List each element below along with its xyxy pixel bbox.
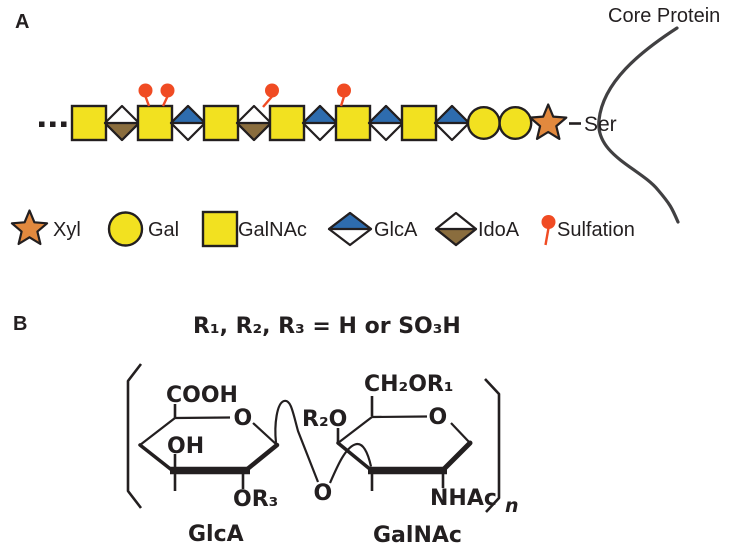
galnac-name-label: GalNAc: [373, 523, 462, 548]
repeat-subscript: n: [505, 495, 519, 517]
anomeric-squiggle-bond: [274, 399, 320, 483]
glca-ring: COOH OH O OR₃: [138, 383, 280, 512]
left-bracket: [126, 363, 143, 509]
ser-label: Ser: [584, 113, 617, 136]
chain-unit-galnac: [400, 104, 438, 142]
r2o-label: R₂O: [302, 407, 347, 432]
chain-unit-gal: [498, 105, 533, 140]
chain-unit-galnac: [334, 104, 372, 142]
galnac-ring: CH₂OR₁ R₂O O NHAc: [302, 372, 497, 511]
chain-unit-galnac: [268, 104, 306, 142]
legend-symbol-square: [201, 210, 239, 248]
glycosidic-oxygen: O: [314, 481, 333, 506]
legend-sulfation-head: [541, 215, 556, 229]
legend-label-galnac: GalNAc: [238, 219, 307, 241]
chain-unit-idoa-half: [103, 121, 141, 142]
galnac-ring-oxygen: O: [429, 405, 448, 430]
legend-sulfation-stem: [544, 227, 550, 246]
chain-unit-galnac: [202, 104, 240, 142]
chain-unit-galnac: [70, 104, 108, 142]
chain-unit-idoa-half: [235, 121, 273, 142]
glca-ring-right-edge: [242, 442, 280, 474]
ch2or1-label: CH₂OR₁: [364, 372, 453, 397]
glca-ring-right-top-edge: [252, 422, 278, 446]
core-protein-curve: [597, 26, 680, 224]
legend-label-idoa: IdoA: [478, 219, 520, 241]
chain-unit-gal: [466, 105, 501, 140]
right-bracket: [484, 378, 501, 513]
galnac-ring-left-edge: [336, 441, 373, 472]
chain-unit-galnac: [136, 104, 174, 142]
sulfation-marker-stem: [339, 96, 346, 107]
panel-b-label: B: [13, 313, 27, 335]
glycosidic-arc-bond: [328, 442, 373, 484]
chain-unit-glca-half: [169, 104, 207, 125]
sulfation-marker-head: [138, 83, 153, 98]
legend-label-xyl: Xyl: [53, 219, 81, 241]
chain-unit-glca-half: [433, 104, 471, 125]
chain-ellipsis-dot: [39, 121, 45, 127]
glca-ring-left-edge: [138, 443, 175, 473]
or3-label: OR₃: [233, 487, 278, 512]
panel-a-label: A: [15, 11, 29, 33]
chain-unit-glca-half: [367, 104, 405, 125]
sulfation-marker-head: [265, 83, 279, 98]
r-group-definition: R₁, R₂, R₃ = H or SO₃H: [193, 314, 461, 339]
legend-symbol-circle: [107, 211, 144, 247]
sulfation-marker-head: [337, 83, 351, 98]
sulfation-marker-stem: [144, 96, 151, 107]
cooh-label: COOH: [166, 383, 238, 408]
legend-label-sulfation: Sulfation: [557, 219, 635, 241]
galnac-ring-right-top-edge: [450, 422, 471, 444]
glca-name-label: GlcA: [188, 522, 244, 547]
chain-unit-glca-half: [301, 104, 339, 125]
legend-label-glca: GlcA: [374, 219, 418, 241]
legend: Xyl Gal GalNAc GlcA IdoA Sulfation: [10, 209, 635, 248]
legend-symbol-diamond-blue-half: [327, 211, 373, 231]
legend-label-gal: Gal: [148, 219, 179, 241]
glycan-chain: [39, 83, 568, 142]
oh-label: OH: [167, 434, 204, 459]
chain-ellipsis-dot: [61, 121, 67, 127]
glca-ring-oxygen: O: [234, 406, 253, 431]
sulfation-marker-stem: [161, 95, 169, 107]
sulfation-marker-stem: [262, 95, 273, 108]
galnac-ring-top-edge: [337, 415, 428, 444]
sulfation-marker-head: [160, 83, 175, 98]
galnac-ring-right-edge: [440, 440, 473, 473]
glycosidic-linkage: O: [274, 399, 373, 506]
chain-ellipsis-dot: [50, 121, 56, 127]
legend-symbol-diamond-brown-half: [434, 227, 478, 247]
nhac-label: NHAc: [430, 486, 497, 511]
chain-unit-xyl: [529, 103, 568, 140]
legend-symbol-star: [10, 209, 49, 246]
core-protein-label: Core Protein: [608, 5, 720, 27]
